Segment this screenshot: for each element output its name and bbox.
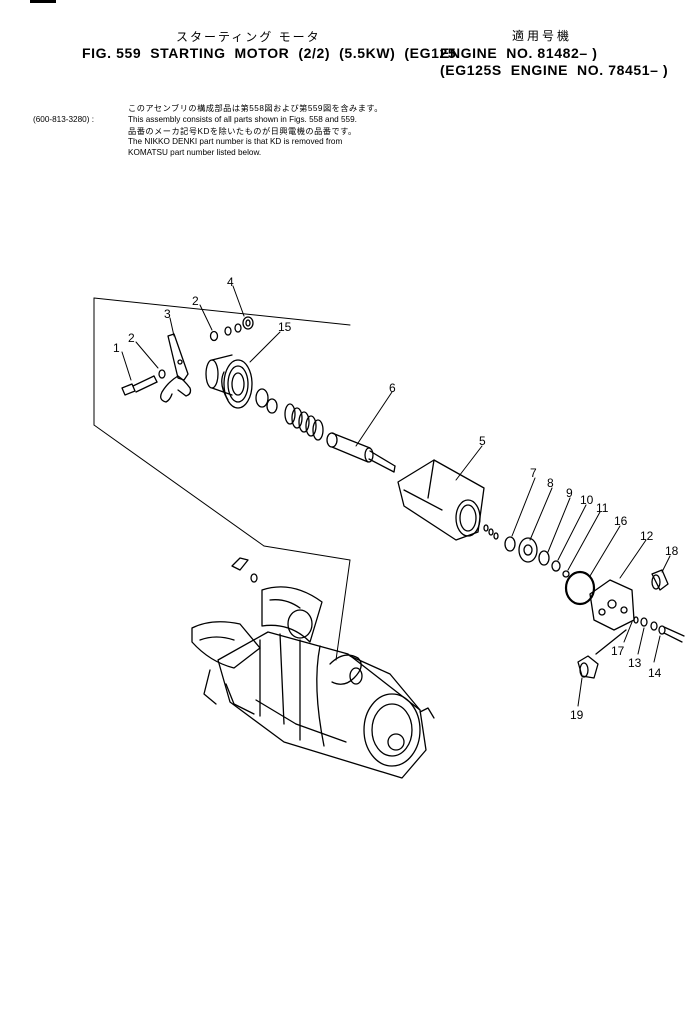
japanese-applicable-models: 適用号機	[512, 29, 573, 43]
note-maker-part-number-cont: KOMATSU part number listed below.	[128, 148, 262, 157]
callout-12: 12	[640, 529, 654, 543]
gear-part	[518, 537, 538, 563]
callout-16: 16	[614, 514, 628, 528]
note-japanese-assembly: このアセンブリの構成部品は第558図および第559図を含みます。	[128, 104, 383, 113]
callout-5: 5	[479, 434, 486, 448]
bolt-part	[121, 375, 158, 396]
ring-part	[255, 388, 269, 408]
shift-lever-part	[160, 333, 192, 403]
callout-7: 7	[530, 466, 537, 480]
callout-18: 18	[665, 544, 679, 558]
callout-4: 4	[227, 275, 234, 289]
note-japanese-maker: 品番のメーカ記号KDを除いたものが日興電機の品番です。	[128, 127, 357, 136]
washer-part	[640, 617, 648, 627]
callout-15: 15	[278, 320, 292, 334]
solenoid-housing-part	[397, 459, 485, 541]
nut-part	[242, 316, 254, 330]
small-spring-part	[483, 524, 499, 540]
callout-19: 19	[570, 708, 584, 722]
japanese-title: スターティング モータ	[176, 30, 321, 44]
assembled-starter-motor	[191, 557, 435, 779]
figure-title: FIG. 559 STARTING MOTOR (2/2) (5.5KW) (E…	[82, 45, 457, 61]
washer-part	[650, 621, 658, 631]
o-ring-part	[564, 570, 596, 606]
callout-6: 6	[389, 381, 396, 395]
magnet-switch-group-outline	[93, 297, 351, 661]
contact-plate-part	[504, 536, 516, 552]
callout-10: 10	[580, 493, 594, 507]
plunger-shaft-part	[326, 432, 396, 473]
callout-9: 9	[566, 486, 573, 500]
washer-part	[551, 560, 561, 572]
washer-part	[538, 550, 550, 566]
spring-part	[284, 403, 324, 441]
end-cover-part	[589, 579, 635, 631]
washer-part	[224, 326, 232, 336]
callout-17: 17	[611, 644, 625, 658]
bolt-part	[658, 625, 685, 643]
note-assembly: This assembly consists of all parts show…	[128, 115, 357, 124]
terminal-boot-part	[577, 629, 627, 679]
ring-part	[266, 398, 278, 414]
washer-part	[158, 369, 166, 379]
callout-2-top: 2	[192, 294, 199, 308]
washer-part	[234, 323, 242, 333]
callout-13: 13	[628, 656, 642, 670]
snap-ring-part	[562, 570, 570, 578]
corner-mark	[30, 0, 56, 3]
terminal-boot-part	[651, 569, 669, 591]
washer-part	[209, 330, 219, 342]
callout-14: 14	[648, 666, 662, 680]
engine-number-eg125s: (EG125S ENGINE NO. 78451– )	[440, 62, 669, 78]
washer-part	[633, 616, 639, 624]
engine-number-eg125: ENGINE NO. 81482– )	[440, 45, 598, 61]
leader-lines	[121, 285, 671, 707]
assembly-part-number: (600-813-3280) :	[33, 115, 94, 124]
note-maker-part-number: The NIKKO DENKI part number is that KD i…	[128, 137, 343, 146]
callout-1: 1	[113, 341, 120, 355]
callout-8: 8	[547, 476, 554, 490]
callout-11: 11	[596, 501, 609, 515]
clutch-sleeve-part	[205, 354, 253, 409]
callout-3: 3	[164, 307, 171, 321]
callouts: 1 2 2 3 4 15 6 5 7 8 9 10 11 16 12 18 17…	[113, 275, 679, 722]
callout-2-left: 2	[128, 331, 135, 345]
